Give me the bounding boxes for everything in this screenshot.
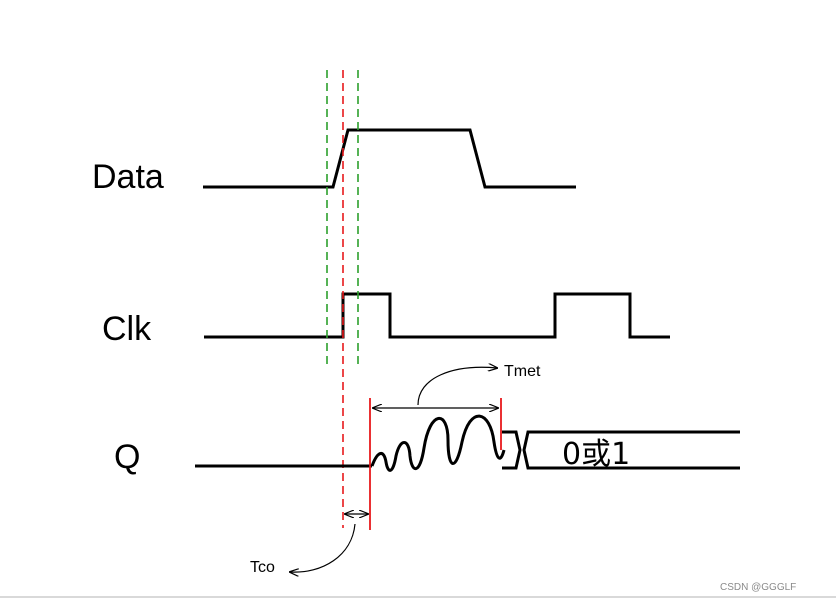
output-state-label: 0或1 xyxy=(562,437,630,472)
tco-label: Tco xyxy=(250,559,275,576)
data-signal-label: Data xyxy=(92,158,164,196)
clk-signal-label: Clk xyxy=(102,310,152,348)
data-waveform xyxy=(203,128,576,189)
state-bus xyxy=(522,430,740,470)
clk-waveform xyxy=(204,292,670,339)
state-bus-left-edge xyxy=(502,430,522,470)
tmet-callout-arrow xyxy=(417,367,497,406)
metastable-oscillation xyxy=(370,414,506,472)
tco-callout-arrow xyxy=(290,523,356,572)
tmet-label: Tmet xyxy=(504,363,541,380)
watermark: CSDN @GGGLF xyxy=(720,582,796,593)
q-signal-label: Q xyxy=(114,438,140,476)
